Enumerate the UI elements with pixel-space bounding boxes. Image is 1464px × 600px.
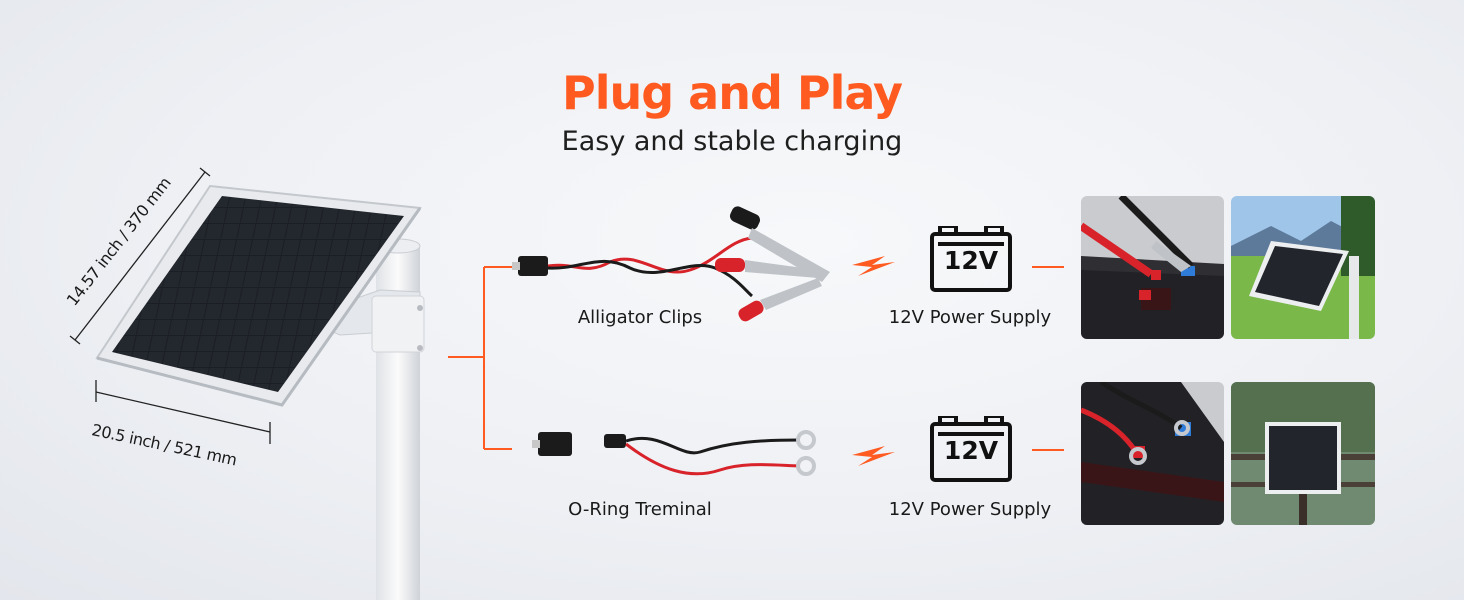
alligator-clips-label: Alligator Clips: [577, 307, 703, 328]
battery-clips-photo: [1081, 196, 1224, 339]
o-ring-cable: [532, 430, 816, 476]
dimension-width-line: [95, 380, 271, 444]
power-supply-label-1: 12V Power Supply: [888, 307, 1052, 328]
power-supply-label-2: 12V Power Supply: [888, 499, 1052, 520]
panel-field-photo: [1231, 196, 1375, 339]
bolt-icon: [852, 256, 895, 276]
battery-icon: 12V: [930, 414, 1012, 482]
alligator-clip-cable: [512, 206, 830, 322]
battery-icon: 12V: [930, 224, 1012, 292]
battery-voltage-text: 12V: [943, 436, 999, 465]
o-ring-terminal-label: O-Ring Treminal: [568, 499, 712, 520]
bolt-icon: [852, 446, 895, 466]
connector-tree: [448, 266, 512, 450]
solar-panel: [95, 184, 422, 407]
page-title: Plug and Play: [562, 66, 903, 120]
page-subtitle: Easy and stable charging: [561, 126, 903, 157]
battery-oring-photo: [1081, 382, 1224, 525]
panel-rain-photo: [1231, 382, 1375, 525]
connector-dash: [1032, 266, 1064, 451]
battery-voltage-text: 12V: [943, 246, 999, 275]
dimension-height-line: [69, 167, 211, 345]
